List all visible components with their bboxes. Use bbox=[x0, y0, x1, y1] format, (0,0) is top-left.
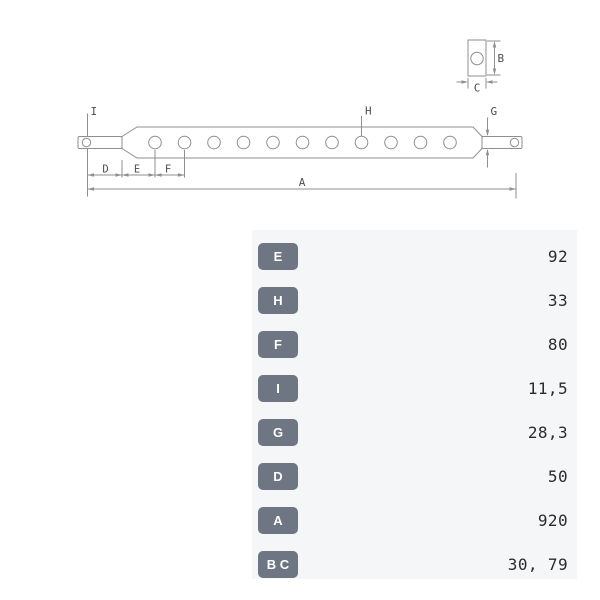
hole bbox=[413, 135, 428, 150]
dim-label-i: I bbox=[91, 105, 98, 118]
dim-b: B bbox=[487, 40, 505, 76]
dim-label-a: A bbox=[299, 176, 306, 189]
hole bbox=[325, 135, 339, 150]
dim-c: C bbox=[456, 78, 498, 95]
dimension-value: 50 bbox=[547, 467, 568, 486]
dim-def: D E F bbox=[87, 164, 185, 177]
dimension-value: 33 bbox=[547, 291, 568, 310]
table-row: G 28,3 bbox=[258, 419, 568, 446]
hole bbox=[384, 135, 398, 150]
hole bbox=[207, 135, 221, 150]
dimension-value: 80 bbox=[547, 335, 568, 354]
hole bbox=[148, 135, 162, 150]
technical-drawing: B C I bbox=[77, 39, 523, 199]
dimension-badge: B C bbox=[258, 551, 298, 578]
dimension-value: 92 bbox=[547, 247, 568, 266]
left-tang-hole bbox=[81, 137, 92, 148]
hole bbox=[295, 135, 310, 150]
table-row: D 50 bbox=[258, 463, 568, 490]
table-row: A 920 bbox=[258, 507, 568, 534]
dim-g: G bbox=[485, 105, 498, 168]
right-tang-hole bbox=[509, 137, 520, 148]
end-view-hole bbox=[470, 51, 484, 66]
dimension-badge: E bbox=[258, 243, 298, 270]
end-view: B C bbox=[456, 39, 505, 95]
table-row: H 33 bbox=[258, 287, 568, 314]
dim-label-f: F bbox=[165, 164, 171, 176]
hole bbox=[177, 135, 192, 150]
dimension-badge: A bbox=[258, 507, 298, 534]
table-row: E 92 bbox=[258, 243, 568, 270]
hole bbox=[266, 135, 280, 150]
dim-label-d: D bbox=[102, 164, 108, 176]
dimension-badge: G bbox=[258, 419, 298, 446]
hole bbox=[443, 135, 457, 150]
dim-label-b: B bbox=[498, 52, 505, 65]
dimension-badge: H bbox=[258, 287, 298, 314]
table-row: F 80 bbox=[258, 331, 568, 358]
dimension-value: 11,5 bbox=[527, 379, 568, 398]
dimensions-table: E 92 H 33 F 80 I 11,5 G 28,3 D 50 A 920 … bbox=[252, 230, 577, 579]
table-row: B C 30, 79 bbox=[258, 551, 568, 578]
dimension-value: 920 bbox=[537, 511, 568, 530]
dim-a: A bbox=[87, 176, 516, 191]
dimension-badge: D bbox=[258, 463, 298, 490]
bar-holes bbox=[148, 135, 457, 150]
table-row: I 11,5 bbox=[258, 375, 568, 402]
side-view: I H bbox=[77, 105, 523, 199]
dim-label-h: H bbox=[365, 105, 372, 118]
dimension-badge: I bbox=[258, 375, 298, 402]
dimension-value: 28,3 bbox=[527, 423, 568, 442]
dimension-value: 30, 79 bbox=[507, 555, 568, 574]
dim-label-c: C bbox=[474, 82, 481, 95]
dim-label-e: E bbox=[134, 164, 140, 176]
dim-label-g: G bbox=[491, 105, 498, 118]
hole bbox=[236, 135, 251, 150]
hole bbox=[354, 135, 369, 150]
dimension-badge: F bbox=[258, 331, 298, 358]
